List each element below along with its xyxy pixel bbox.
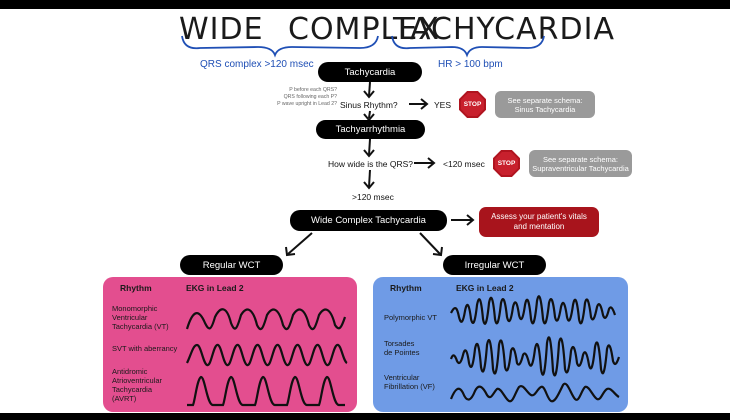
node-regular-wct: Regular WCT [180,255,283,275]
rhythm-svt-aberrancy: SVT with aberrancy [112,344,178,353]
answer-lt120: <120 msec [443,159,485,169]
node-wide-complex-tachycardia: Wide Complex Tachycardia [290,210,447,231]
bottom-border [0,413,730,420]
stop-sign-1: STOP [459,91,486,118]
irregular-ekg-traces [449,295,621,403]
question-sinus-rhythm: Sinus Rhythm? [340,100,398,110]
arrow-to-tachyarrhythmia [363,110,375,122]
arrow-to-lt120 [414,157,436,169]
arrow-to-sinus [363,81,375,99]
irregular-wct-panel: Rhythm EKG in Lead 2 Polymorphic VT Tors… [373,277,628,412]
regular-col-ekg: EKG in Lead 2 [186,283,244,293]
regular-wct-panel: Rhythm EKG in Lead 2 Monomorphic Ventric… [103,277,357,412]
ekg-polymorphic-vt [450,295,617,325]
sinus-criteria: P before each QRS? QRS following each P?… [277,87,337,107]
title-word-wide: WIDE [179,12,264,47]
irregular-col-ekg: EKG in Lead 2 [456,283,514,293]
see-supraventricular-tachycardia: See separate schema: Supraventricular Ta… [529,150,632,177]
rhythm-monomorphic-vt: Monomorphic Ventricular Tachycardia (VT) [112,304,169,331]
rhythm-ventricular-fibrillation: Ventricular Fibrillation (VF) [384,373,435,391]
hr-criterion-label: HR > 100 bpm [438,59,503,70]
regular-ekg-traces [185,308,348,407]
stop-sign-2: STOP [493,150,520,177]
ekg-antidromic-avrt [187,375,345,407]
arrow-to-irregular [419,232,443,257]
see-sinus-tachycardia: See separate schema: Sinus Tachycardia [495,91,595,118]
arrow-to-qrs-width [363,138,375,158]
brace-left [181,35,379,58]
qrs-criterion-label: QRS complex >120 msec [200,59,314,70]
ekg-torsades [449,336,621,377]
arrow-to-yes [409,98,429,110]
rhythm-antidromic-avrt: Antidromic Atrioventricular Tachycardia … [112,367,163,403]
title-word-tachycardia: TACHYCARDIA [393,12,615,47]
title-word-complex: COMPLEX [288,12,440,47]
irregular-col-rhythm: Rhythm [390,283,422,293]
node-tachyarrhythmia: Tachyarrhythmia [316,120,425,139]
ekg-monomorphic-vt [185,308,347,331]
answer-gt120: >120 msec [352,192,394,202]
ekg-svt-aberrancy [186,343,348,367]
arrow-to-assess [451,214,475,226]
main-title: WIDE COMPLEX TACHYCARDIA [175,12,614,52]
brace-right [391,35,545,58]
regular-col-rhythm: Rhythm [120,283,152,293]
ekg-ventricular-fibrillation [449,382,620,403]
rhythm-torsades: Torsades de Pointes [384,339,420,357]
question-qrs-width: How wide is the QRS? [328,159,414,169]
top-border [0,0,730,9]
node-tachycardia: Tachycardia [318,62,422,82]
answer-yes: YES [434,100,452,110]
rhythm-polymorphic-vt: Polymorphic VT [384,313,437,322]
assess-vitals-box: Assess your patient's vitals and mentati… [479,207,599,237]
arrow-to-regular [285,232,313,257]
node-irregular-wct: Irregular WCT [443,255,546,275]
arrow-to-gt120 [363,169,375,190]
